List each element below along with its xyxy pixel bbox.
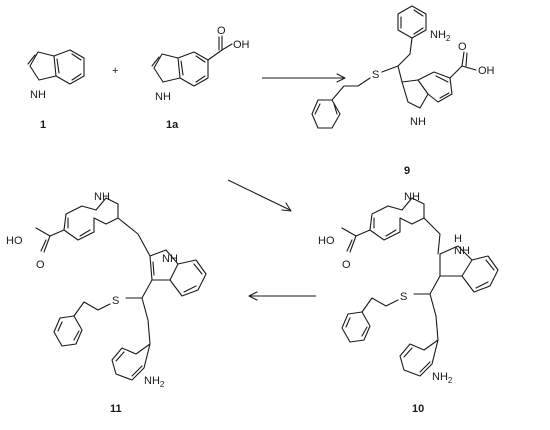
amine-label-11: NH2	[144, 375, 165, 389]
acid-o-label: O	[217, 25, 226, 37]
arrow-to-9	[262, 73, 346, 83]
acid-ho-label-10: HO	[318, 235, 335, 247]
amine-label-10: NH2	[432, 371, 453, 385]
indole-nh-label-9: NH	[410, 116, 426, 128]
compound-10-label: 10	[412, 403, 424, 415]
indole-nh-label-11: NH	[94, 191, 110, 203]
indoline-nh-label-2: NH	[454, 245, 470, 257]
compound-1-indole: NH 1	[27, 49, 85, 131]
sulfur-label-10: S	[400, 291, 407, 303]
compound-1a-indole-carboxylic-acid: O OH NH 1a	[151, 25, 250, 131]
compound-9: NH2 S O OH NH 9	[311, 5, 495, 177]
compound-11-label: 11	[110, 403, 122, 415]
acid-o-label-9: O	[458, 41, 467, 53]
sulfur-label: S	[372, 69, 379, 81]
amine-label: NH2	[430, 29, 451, 43]
acid-o-label-10: O	[342, 259, 351, 271]
indole2-nh-label: NH	[162, 253, 178, 265]
arrow-to-11	[248, 291, 316, 301]
acid-ho-label-11: HO	[6, 235, 23, 247]
compound-11: HO O NH NH S NH2 11	[6, 191, 207, 415]
arrow-to-10	[227, 179, 292, 212]
indole-nh-label: NH	[30, 89, 46, 101]
compound-1-label: 1	[40, 119, 46, 131]
indole-nh-label: NH	[155, 91, 171, 103]
compound-1a-label: 1a	[166, 119, 179, 131]
compound-10: HO O NH H NH S NH2 10	[318, 191, 499, 415]
sulfur-label-11: S	[112, 295, 119, 307]
acid-oh-label-9: OH	[478, 65, 495, 77]
acid-o-label-11: O	[36, 259, 45, 271]
indoline-nh-label: H	[454, 233, 462, 245]
acid-oh-label: OH	[233, 39, 250, 51]
plus-sign: +	[112, 65, 118, 77]
indole-nh-label-10: NH	[404, 191, 420, 203]
compound-9-label: 9	[404, 165, 410, 177]
